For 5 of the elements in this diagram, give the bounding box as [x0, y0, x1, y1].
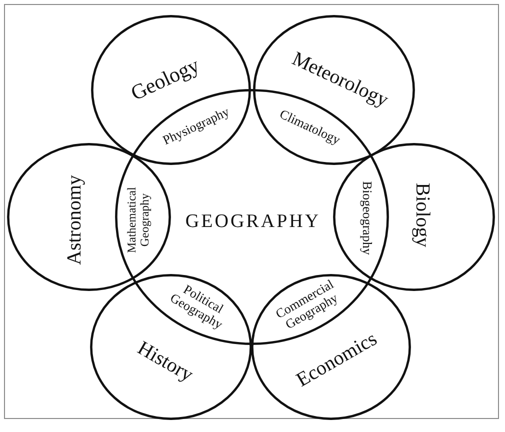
subject-label: GEOGRAPHY: [185, 212, 321, 232]
overlap-label: Mathematical Geography: [125, 186, 151, 255]
subject-label: Biology: [412, 182, 432, 248]
overlap-label: Biogeography: [360, 181, 374, 255]
subject-label: Astronomy: [64, 175, 86, 265]
